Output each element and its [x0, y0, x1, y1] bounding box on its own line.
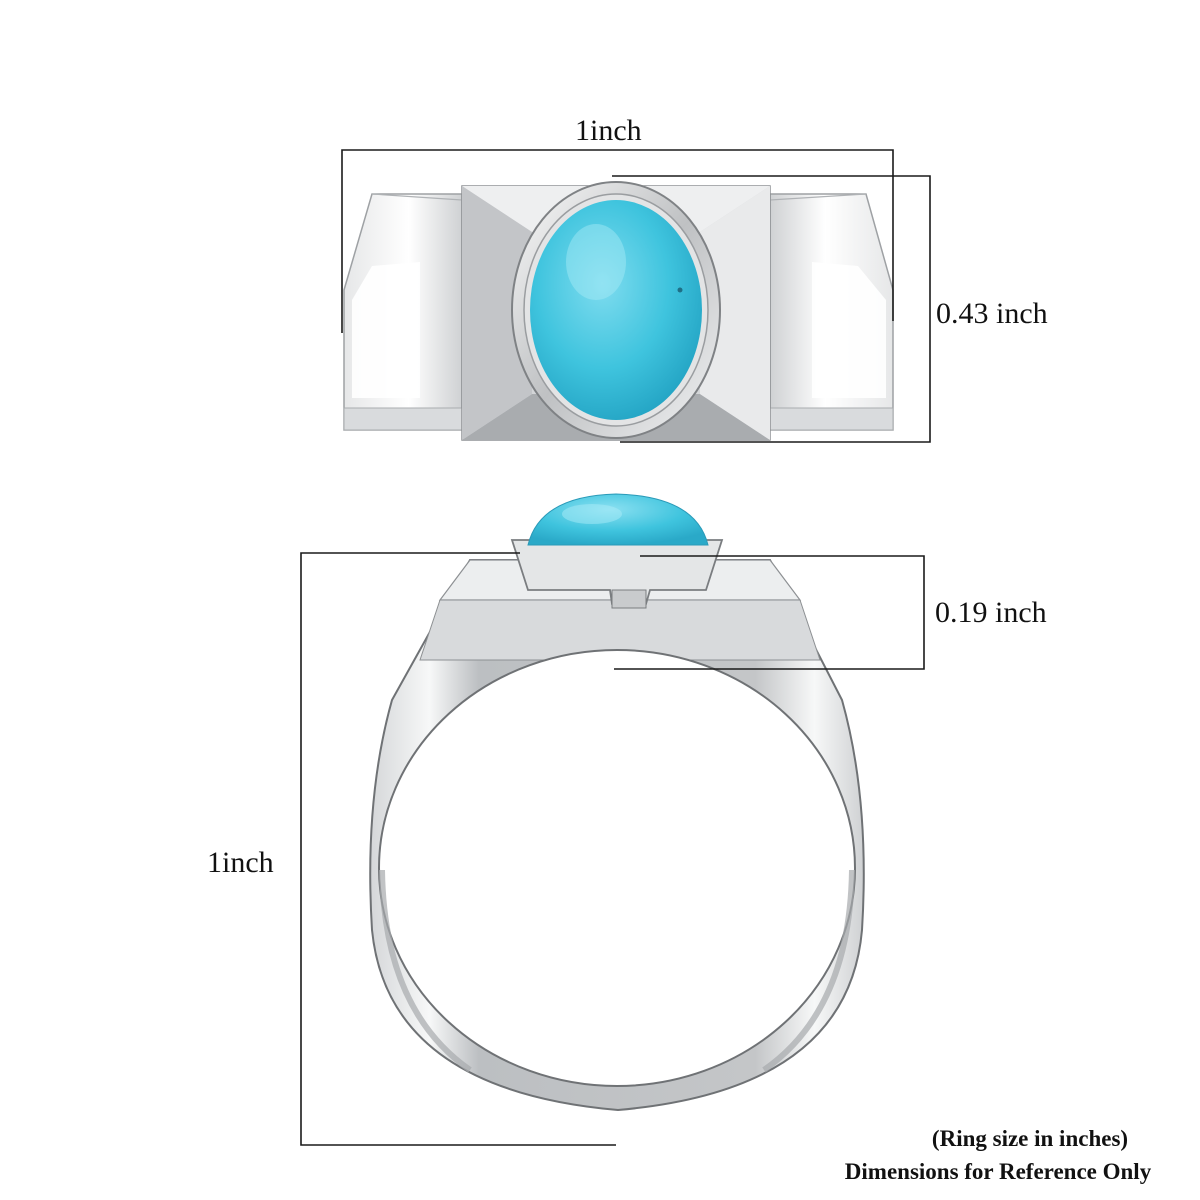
side-stone-height-label: 0.19 inch [935, 596, 1047, 629]
top-right-shank [769, 193, 894, 431]
side-height-bracket [300, 552, 616, 1146]
top-left-shank [343, 193, 463, 431]
turquoise-stone-top [530, 200, 702, 420]
side-height-label: 1inch [207, 846, 274, 879]
ring-size-note: (Ring size in inches) [931, 1126, 1129, 1151]
side-band [369, 559, 865, 1112]
top-width-bracket [341, 149, 894, 333]
top-height-label: 0.43 inch [936, 297, 1048, 330]
side-stone-bracket [614, 555, 925, 670]
top-width-label: 1inch [575, 114, 642, 147]
top-height-bracket [612, 175, 931, 443]
reference-disclaimer: Dimensions for Reference Only [844, 1159, 1152, 1184]
